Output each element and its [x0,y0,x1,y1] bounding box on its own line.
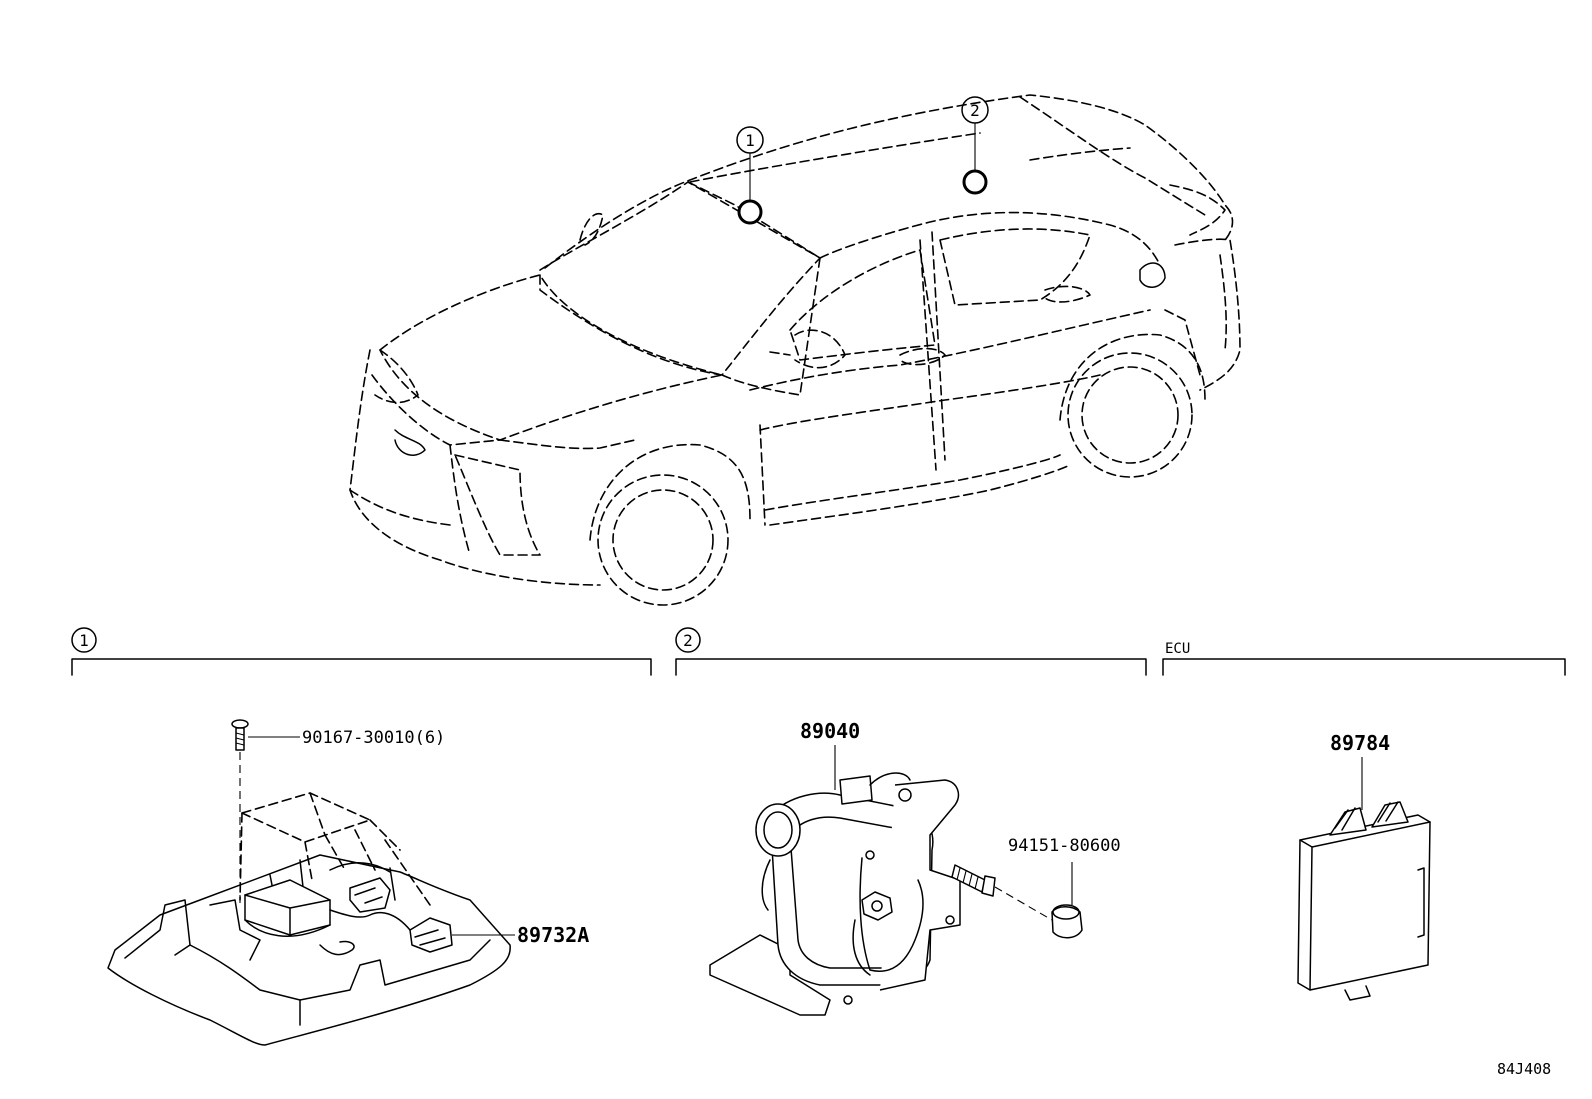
overhead-console-assembly: 89732A [107,792,589,1046]
section-1-header: 1 [71,627,652,676]
stud-bolt-94151: 94151-80600 [951,836,1121,939]
part-number-siren: 89040 [800,719,860,743]
callout-2-label: 2 [970,101,980,120]
part-number-screw: 90167-30010(6) [302,728,445,748]
screw-90167: 90167-30010(6) [231,719,445,905]
sensor-location-2-marker [962,169,988,195]
callout-1-label: 1 [745,131,755,150]
ecu-module: 89784 [1297,731,1431,1001]
figure-code: 84J408 [1497,1060,1551,1078]
section-2-label: 2 [683,631,693,650]
siren-assembly: 89040 [709,719,961,1016]
section-ecu-header: ECU [1162,641,1566,676]
part-number-ecu: 89784 [1330,731,1390,755]
section-2-header: 2 [675,627,1147,676]
part-number-overhead-sensor: 89732A [517,923,589,947]
section-1-label: 1 [79,631,89,650]
callout-1: 1 [736,126,764,225]
part-number-bolt: 94151-80600 [1008,836,1121,856]
sensor-location-1-marker [737,199,763,225]
section-ecu-label: ECU [1165,641,1190,657]
callout-2: 2 [961,96,989,195]
vehicle-outline [349,94,1241,606]
